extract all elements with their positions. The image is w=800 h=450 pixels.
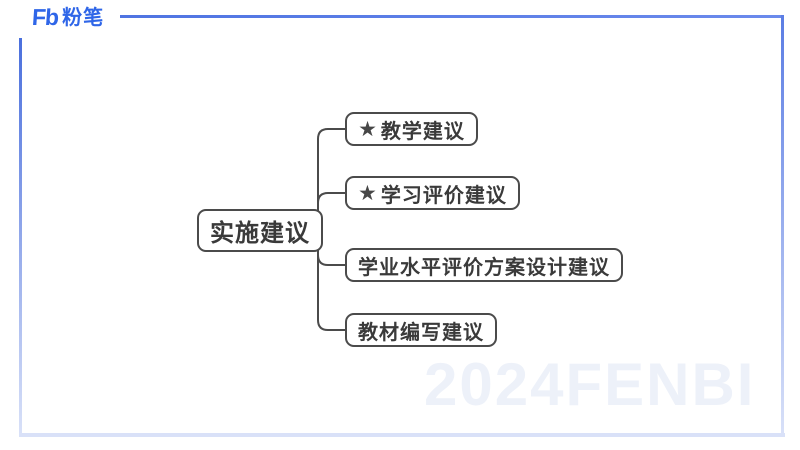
fenbi-logo: Fb 粉笔 [31, 4, 105, 30]
frame-line-top [120, 15, 784, 18]
branch-node-label: 教学建议 [380, 120, 465, 143]
branch-node-label: 学习评价建议 [380, 184, 507, 207]
fenbi-logo-monogram-icon: Fb [31, 4, 60, 30]
frame-line-bottom [19, 433, 785, 437]
mindmap-branch-node: ★ 教学建议 [345, 112, 478, 146]
branch-node-label: 学业水平评价方案设计建议 [358, 256, 610, 279]
star-icon: ★ [358, 116, 378, 141]
watermark-text: 2024FENBI [424, 351, 756, 418]
branch-node-label: 教材编写建议 [358, 321, 484, 344]
mindmap-root-node: 实施建议 [197, 209, 323, 252]
mindmap-branch-node: 学业水平评价方案设计建议 [345, 248, 623, 282]
star-icon: ★ [358, 180, 378, 205]
frame-line-right [781, 15, 784, 436]
root-node-label: 实施建议 [210, 221, 310, 247]
mindmap-branch-node: ★ 学习评价建议 [345, 176, 520, 210]
mindmap-branch-node: 教材编写建议 [345, 313, 497, 347]
fenbi-logo-wordmark: 粉笔 [62, 6, 105, 29]
frame-line-left [19, 38, 22, 436]
